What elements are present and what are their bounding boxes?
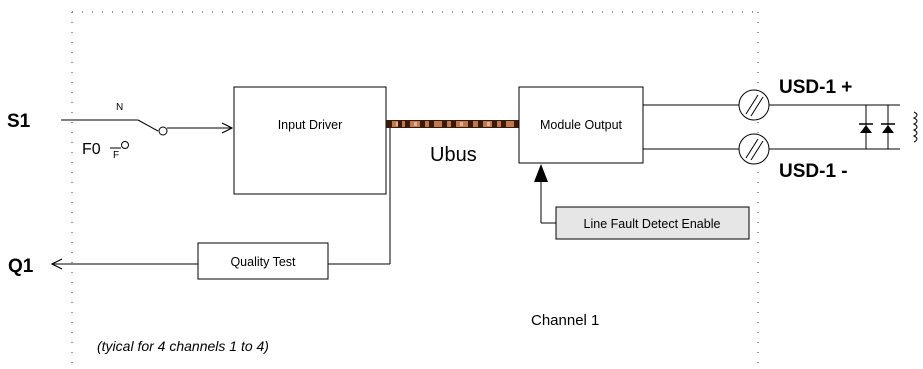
quality-test-label: Quality Test — [230, 255, 296, 269]
line-fault-detect-label: Line Fault Detect Enable — [584, 217, 721, 231]
switch-position-f: F — [113, 150, 119, 161]
output-signal-label: Q1 — [8, 256, 34, 277]
line-fault-path — [540, 181, 556, 224]
footnote: (tyical for 4 channels 1 to 4) — [97, 338, 269, 354]
module-output-box — [518, 86, 644, 164]
coil-icon — [912, 111, 918, 143]
terminal-positive-icon — [738, 89, 770, 121]
terminal-negative-icon — [738, 133, 770, 165]
switch-label: F0 — [82, 141, 101, 158]
input-signal-label: S1 — [7, 111, 31, 132]
quality-test-loop — [52, 128, 391, 264]
channel-label: Channel 1 — [531, 312, 599, 329]
ubus-bar — [386, 120, 519, 128]
diode-icon — [881, 123, 895, 133]
diode-icon — [859, 123, 873, 133]
input-driver-box — [233, 86, 387, 195]
input-driver-label: Input Driver — [278, 118, 343, 132]
ubus-label: Ubus — [430, 144, 477, 166]
output-wiring — [643, 104, 900, 150]
line-fault-detect-box — [555, 206, 750, 240]
terminal-positive-label: USD-1 + — [779, 77, 852, 98]
input-switch — [61, 119, 232, 149]
quality-test-box — [197, 242, 329, 280]
module-boundary — [71, 11, 759, 369]
switch-position-n: N — [116, 102, 123, 113]
module-output-label: Module Output — [540, 118, 623, 132]
terminal-negative-label: USD-1 - — [779, 161, 848, 182]
line-fault-arrowhead — [534, 164, 548, 182]
